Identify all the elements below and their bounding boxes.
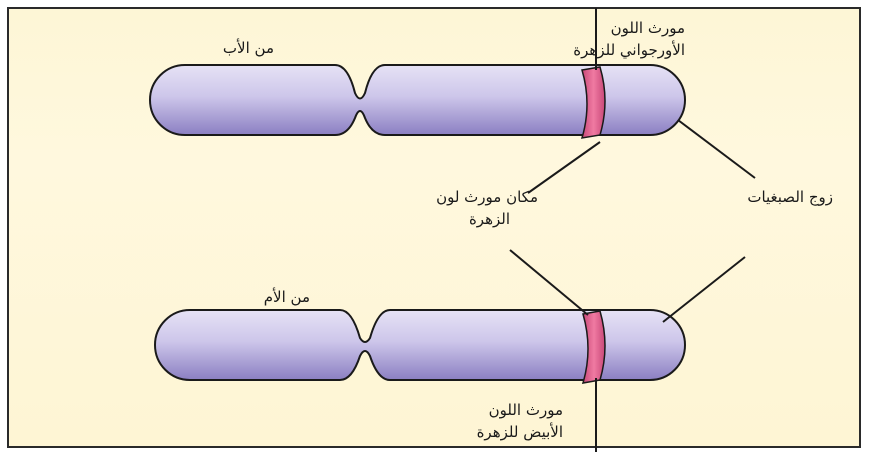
- locus-pointer-top: [527, 141, 601, 194]
- maternal-chromosome: [154, 309, 686, 381]
- mother-label: من الأم: [263, 288, 310, 306]
- white-gene-label-line1: مورث اللون: [488, 401, 563, 419]
- pair-pointer-top: [677, 119, 756, 179]
- pair-pointer-bottom: [662, 256, 746, 323]
- maternal-gene-band: [581, 310, 606, 384]
- paternal-gene-band: [580, 66, 606, 139]
- purple-gene-label-line2: الأورجواني للزهرة: [573, 41, 685, 59]
- paternal-chromosome: [149, 64, 686, 136]
- gene-locus-label-line1: مكان مورث لون: [436, 188, 538, 206]
- gene-locus-label-line2: الزهرة: [468, 210, 510, 228]
- father-label: من الأب: [222, 39, 274, 57]
- locus-pointer-bottom: [509, 249, 589, 316]
- purple-gene-label-line1: مورث اللون: [610, 19, 685, 37]
- chromosome-pair-label: زوج الصبغيات: [747, 188, 833, 206]
- white-gene-label-line2: الأبيض للزهرة: [476, 423, 563, 441]
